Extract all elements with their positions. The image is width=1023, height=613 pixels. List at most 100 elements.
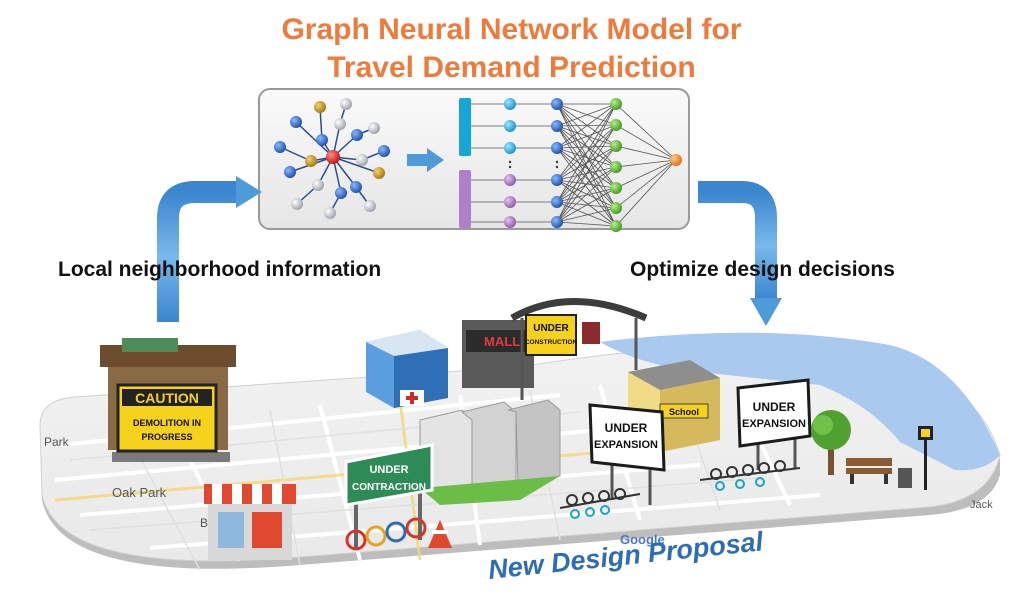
nn-node-layer-1: [504, 174, 516, 186]
nn-edge: [556, 103, 617, 147]
map-label-jack: Jack: [970, 499, 993, 511]
expansion-sign-left: UNDER EXPANSION: [588, 403, 666, 505]
trash-bin: [898, 468, 912, 488]
nn-edge: [556, 179, 617, 227]
nn-node-layer-1: [504, 196, 516, 208]
nn-node-layer-1: [504, 142, 516, 154]
bikes-cyan: [570, 477, 765, 519]
nn-edge: [615, 145, 677, 161]
nn-edge: [556, 125, 617, 168]
nn-edge: [556, 221, 617, 227]
diagram-title-line-2: Travel Demand Prediction: [327, 51, 696, 84]
nn-edge: [556, 125, 617, 147]
nn-edge: [556, 125, 617, 189]
nn-edge: [556, 166, 617, 223]
nn-node-layer-2: [551, 174, 563, 186]
nn-edge: [615, 103, 677, 161]
road-barrier: [428, 520, 452, 548]
nn-output-node: [670, 154, 682, 166]
nn-edge: [556, 103, 617, 203]
expansion-left-line-1: UNDER: [605, 421, 648, 435]
map-label-oak-park: Oak Park: [112, 485, 167, 500]
construction-line-1: UNDER: [533, 323, 569, 334]
nn-edge: [556, 103, 617, 227]
nn-node-layer-2: [551, 98, 563, 110]
nn-edge: [556, 147, 617, 227]
caution-sign: CAUTION DEMOLITION IN PROGRESS: [116, 383, 218, 453]
mall-sign: MALL: [484, 334, 520, 349]
target-node: [326, 150, 340, 164]
nn-edge: [556, 103, 617, 149]
nn-node-layer-1: [504, 120, 516, 132]
nn-node-layer-3: [610, 182, 622, 194]
nn-edge: [556, 124, 617, 223]
nn-edge: [556, 125, 617, 209]
nn-edge: [556, 145, 617, 223]
caption-local-neighborhood: Local neighborhood information: [58, 258, 382, 281]
hospital-building: [366, 330, 448, 408]
inner-arrow: [407, 148, 444, 172]
input-arrow: [157, 176, 262, 322]
nn-ellipsis-dot: [555, 160, 559, 164]
nn-edge: [556, 103, 617, 127]
nn-edge: [556, 124, 617, 127]
nn-edge: [556, 103, 617, 126]
nn-node-layer-1: [504, 98, 516, 110]
nn-node-layer-1: [504, 216, 516, 228]
nn-node-layer-2: [551, 142, 563, 154]
nn-edge: [556, 147, 617, 209]
caution-line-2: PROGRESS: [141, 432, 192, 442]
street-sign: [122, 338, 178, 352]
tree: [811, 410, 851, 475]
caption-optimize-design: Optimize design decisions: [630, 258, 895, 281]
nn-edge: [556, 103, 617, 209]
nn-edge: [615, 159, 677, 189]
nn-edge: [556, 125, 617, 227]
street-lamp: [918, 426, 933, 490]
nn-node-layer-3: [610, 161, 622, 173]
nn-node-layer-3: [610, 98, 622, 110]
shop-building: [204, 484, 296, 560]
under-contraction-sign: UNDER CONTRACTION: [344, 443, 434, 548]
under-construction-sign: UNDER CONSTRUCTION: [525, 314, 600, 356]
expansion-right-line-1: UNDER: [753, 400, 796, 414]
expansion-sign-right: UNDER EXPANSION: [736, 378, 812, 470]
nn-edge: [615, 159, 677, 209]
nn-edge: [556, 207, 617, 223]
nn-edge: [556, 145, 617, 149]
map-label-park: Park: [44, 435, 70, 449]
contraction-line-2: CONTRACTION: [352, 482, 426, 493]
caution-line-1: DEMOLITION IN: [133, 418, 201, 428]
nn-edge: [615, 159, 677, 168]
school-sign: School: [669, 407, 699, 417]
nn-node-layer-2: [551, 196, 563, 208]
nn-node-layer-2: [551, 120, 563, 132]
nn-node-layer-3: [610, 220, 622, 232]
nn-edge: [556, 103, 617, 168]
graph-nodes: [274, 98, 390, 219]
nn-edge: [556, 103, 617, 181]
nn-edge: [556, 187, 617, 223]
nn-edge: [615, 159, 677, 227]
construction-line-2: CONSTRUCTION: [525, 339, 578, 346]
contraction-line-1: UNDER: [369, 464, 408, 476]
nn-ellipsis-dot: [508, 160, 512, 164]
input-bar-cyan: [459, 98, 471, 156]
nn-edge: [556, 103, 617, 189]
nn-node-layer-3: [610, 202, 622, 214]
contraction-bikes: [345, 517, 427, 551]
map-label-google: Google: [620, 532, 665, 547]
nn-edge: [615, 124, 677, 161]
nn-edge: [556, 147, 617, 168]
station-canopy: [510, 298, 648, 400]
nn-node-layer-2: [551, 216, 563, 228]
bike-stations: [559, 460, 801, 509]
nn-ellipsis-dot: [555, 165, 559, 169]
nn-edge: [556, 124, 617, 149]
nn-edge: [556, 147, 617, 189]
nn-node-layer-3: [610, 140, 622, 152]
expansion-right-line-2: EXPANSION: [742, 418, 806, 430]
input-bar-purple: [459, 170, 471, 228]
output-arrow: [698, 181, 782, 326]
